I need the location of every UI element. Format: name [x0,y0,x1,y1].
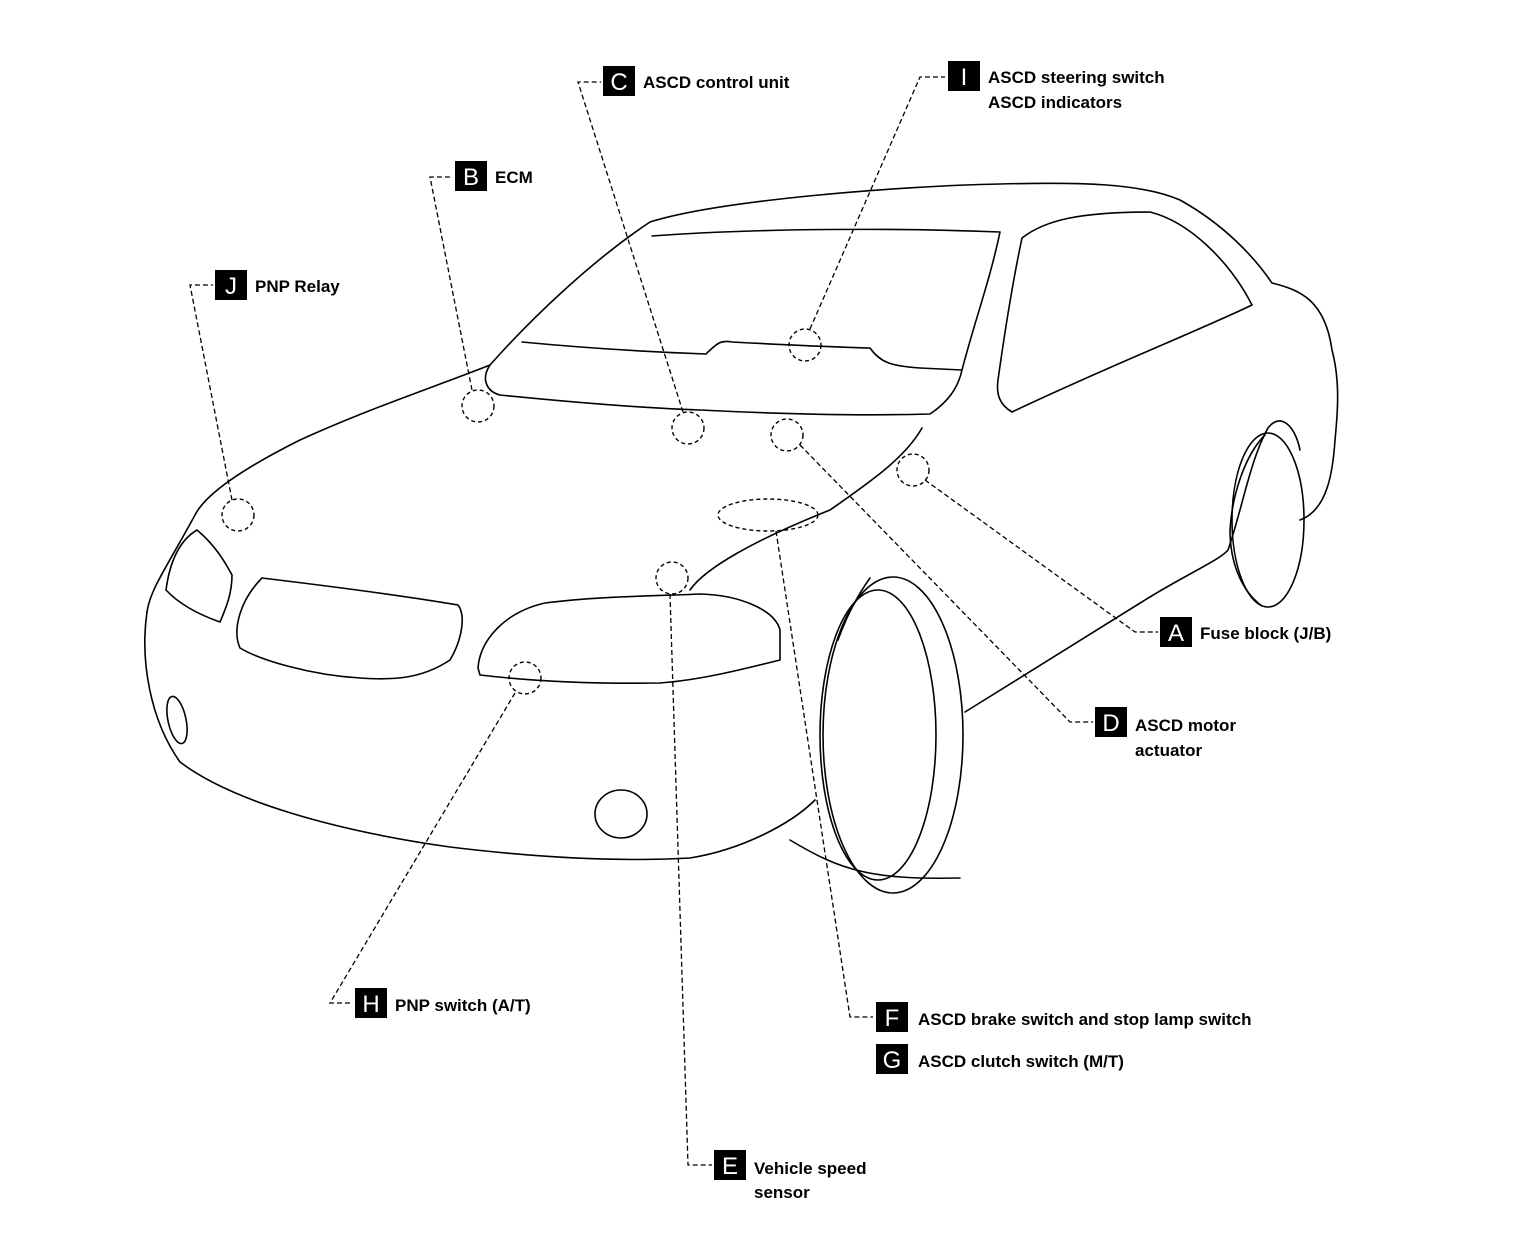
marker-h [508,661,542,695]
badge-e [714,1150,746,1180]
leader-j [189,284,233,501]
label-pnp-switch: PNP switch (A/T) [395,996,531,1015]
callout-g: G ASCD clutch switch (M/T) [876,1044,1124,1074]
badge-letter-h: H [362,991,379,1018]
badge-h [355,988,387,1018]
callout-e: E Vehicle speed sensor [714,1150,866,1202]
badge-d [1095,707,1127,737]
callout-b: B ECM [455,161,533,191]
label-pnp-relay: PNP Relay [255,277,340,296]
badge-i [948,61,980,91]
leader-c [577,81,684,413]
label-vehicle-speed-line1: Vehicle speed [754,1159,866,1178]
callout-a: A Fuse block (J/B) [1160,617,1331,647]
location-markers [221,328,930,695]
badge-letter-g: G [883,1047,902,1074]
leader-lines [189,76,1158,1166]
badge-j [215,270,247,300]
label-steering-switch-line1: ASCD steering switch [988,68,1165,87]
marker-b [461,389,495,423]
marker-e [655,561,689,595]
marker-d [770,418,804,452]
marker-f-g [717,498,819,532]
badge-b [455,161,487,191]
label-ascd-motor-line1: ASCD motor [1135,716,1236,735]
leader-b [429,176,473,391]
leader-i [809,76,945,330]
badge-letter-e: E [722,1153,738,1180]
label-ascd-control-unit: ASCD control unit [643,73,790,92]
label-clutch-switch: ASCD clutch switch (M/T) [918,1052,1124,1071]
label-brake-switch: ASCD brake switch and stop lamp switch [918,1010,1251,1029]
badge-letter-d: D [1102,710,1119,737]
marker-a [896,453,930,487]
label-vehicle-speed-line2: sensor [754,1183,810,1202]
leader-d [799,444,1093,723]
badge-letter-c: C [610,69,627,96]
leader-a [924,479,1158,633]
badge-letter-f: F [885,1005,900,1032]
label-ascd-motor-line2: actuator [1135,741,1202,760]
badge-f [876,1002,908,1032]
callout-j: J PNP Relay [215,270,340,300]
leader-h [328,692,516,1004]
marker-j [221,498,255,532]
callout-f: F ASCD brake switch and stop lamp switch [876,1002,1251,1032]
badge-letter-i: I [961,64,968,91]
leader-f [775,530,873,1018]
car-outline [144,182,1339,894]
badge-c [603,66,635,96]
label-ecm: ECM [495,168,533,187]
callout-h: H PNP switch (A/T) [355,988,531,1018]
leader-e [669,593,712,1166]
callout-d: D ASCD motor actuator [1095,707,1236,760]
badge-letter-a: A [1168,620,1184,647]
callout-i: I ASCD steering switch ASCD indicators [948,61,1165,112]
label-steering-switch-line2: ASCD indicators [988,93,1122,112]
callout-c: C ASCD control unit [603,66,790,96]
label-fuse-block: Fuse block (J/B) [1200,624,1331,643]
badge-g [876,1044,908,1074]
marker-i [788,328,822,362]
badge-letter-j: J [225,273,237,300]
badge-letter-b: B [463,164,479,191]
badge-a [1160,617,1192,647]
marker-c [671,411,705,445]
